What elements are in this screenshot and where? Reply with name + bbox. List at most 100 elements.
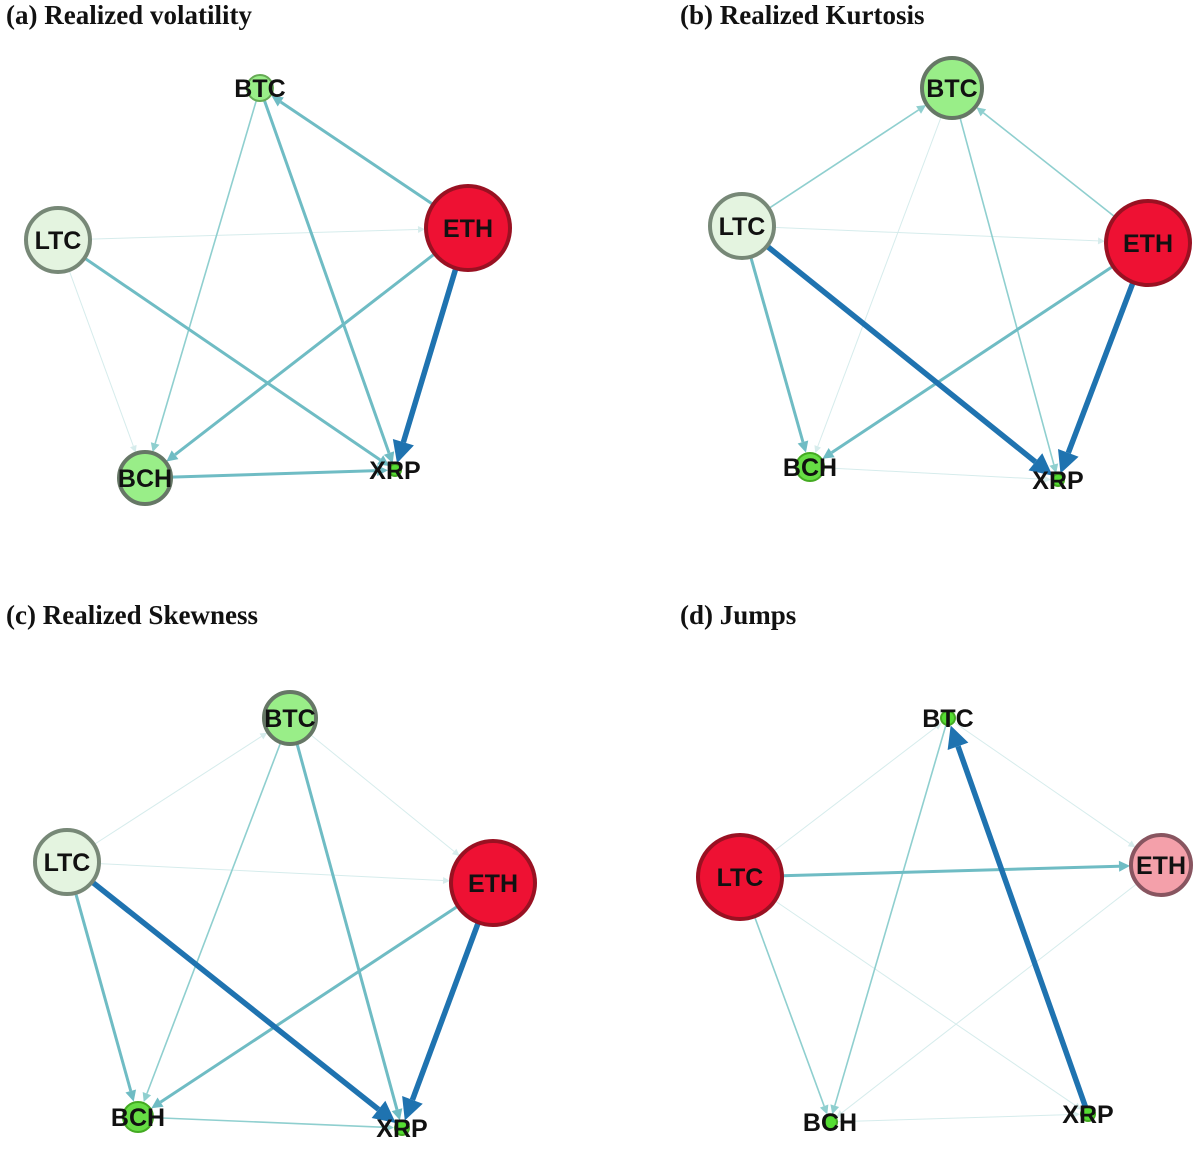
edge-btc-to-xrp [295, 742, 403, 1121]
node-label: BTC [926, 75, 977, 103]
edge-line [836, 1113, 1074, 1123]
arrowhead [384, 1122, 395, 1132]
panel-title: (b) Realized Kurtosis [680, 0, 925, 30]
node-circle [449, 839, 537, 927]
arrowhead [1058, 448, 1079, 474]
arrowhead [1118, 860, 1131, 872]
node-label: BTC [922, 705, 973, 733]
panel-b: (b) Realized Kurtosis BTC ETH LTC BCH XRP [600, 0, 1200, 573]
edge-line [841, 883, 1138, 1114]
node-circle [122, 1101, 154, 1133]
edge-line [817, 115, 942, 447]
edge-line [833, 724, 947, 1106]
node-bch: BCH [803, 1109, 857, 1137]
arrowhead [1043, 475, 1052, 483]
node-eth: ETH [1129, 833, 1193, 897]
edge-line [830, 264, 1114, 454]
node-bch: BCH [117, 450, 173, 506]
node-circle [394, 1120, 410, 1136]
edge-line [74, 892, 133, 1092]
panel-title: (d) Jumps [680, 600, 797, 630]
node-xrp: XRP [369, 457, 420, 485]
node-circle [246, 74, 274, 102]
edge-ltc-to-xrp [765, 243, 1053, 476]
arrowhead [836, 1110, 844, 1118]
node-label: ETH [1123, 230, 1173, 258]
edge-eth-to-bch [166, 252, 436, 462]
arrowhead [125, 1089, 137, 1102]
node-bch: BCH [783, 452, 837, 482]
panel-title: (c) Realized Skewness [6, 600, 258, 630]
node-circle [708, 192, 776, 260]
node-label: XRP [1062, 1101, 1113, 1129]
edge-line [68, 269, 134, 447]
arrowhead [822, 448, 835, 459]
edge-line [89, 228, 419, 240]
edge-line [982, 112, 1116, 218]
edge-line [146, 742, 282, 1094]
edge-line [174, 252, 436, 456]
edge-line [753, 916, 825, 1107]
arrowhead [814, 445, 821, 453]
node-ltc: LTC [24, 206, 92, 274]
edge-line [83, 256, 381, 462]
edge-eth-to-xrp [402, 921, 481, 1121]
arrowhead [150, 442, 160, 453]
edge-btc-to-eth [309, 734, 460, 856]
node-label: BTC [264, 705, 315, 733]
edge-ltc-to-eth [781, 860, 1131, 878]
node-label: BCH [783, 454, 837, 482]
edge-eth-to-xrp [1058, 281, 1136, 474]
edge-ltc-to-bch [753, 916, 829, 1115]
node-circle [1129, 833, 1193, 897]
arrowhead [371, 1100, 396, 1124]
edge-ltc-to-eth [89, 225, 426, 240]
edge-eth-to-btc [271, 95, 434, 206]
node-circle [1051, 473, 1065, 487]
edge-ltc-to-eth [98, 863, 451, 885]
edge-line [152, 1116, 386, 1129]
node-btc: BTC [922, 705, 973, 733]
node-btc: BTC [234, 74, 286, 103]
arrowhead [151, 1097, 164, 1109]
edge-ltc-to-xrp [83, 256, 390, 467]
arrowhead [377, 455, 390, 467]
node-label: ETH [1136, 852, 1186, 880]
edge-layer [753, 721, 1138, 1123]
arrowhead [797, 440, 809, 453]
edge-line [159, 904, 459, 1104]
edge-layer [749, 105, 1136, 483]
edge-line [170, 469, 378, 479]
edge-btc-to-bch [814, 115, 942, 453]
arrowhead [166, 450, 179, 462]
edge-bch-to-xrp [170, 465, 389, 479]
edge-btc-to-bch [150, 100, 258, 453]
arrowhead [1072, 1110, 1081, 1118]
edge-btc-to-xrp [959, 116, 1059, 474]
network-graph: BTC ETH LTC BCH XRP [708, 56, 1192, 495]
edge-line [409, 921, 481, 1101]
edge-line [781, 864, 1120, 878]
node-label: LTC [44, 849, 91, 877]
edge-ltc-to-bch [749, 256, 809, 453]
node-circle [262, 690, 318, 746]
node-circle [1080, 1106, 1096, 1122]
edge-ltc-to-btc [93, 732, 268, 846]
edge-line [774, 900, 1076, 1106]
edge-line [400, 267, 459, 444]
node-eth: ETH [449, 839, 537, 927]
node-circle [424, 184, 512, 272]
edge-eth-to-xrp [392, 267, 459, 464]
edge-eth-to-bch [151, 904, 459, 1109]
node-label: XRP [1032, 467, 1083, 495]
node-ltc: LTC [708, 192, 776, 260]
edge-line [749, 256, 805, 443]
edge-line [773, 226, 1099, 242]
arrowhead [916, 105, 927, 114]
node-ltc: LTC [33, 828, 101, 896]
node-label: LTC [719, 213, 766, 241]
node-label: XRP [376, 1115, 427, 1143]
node-circle [33, 828, 101, 896]
edge-line [953, 721, 1131, 844]
